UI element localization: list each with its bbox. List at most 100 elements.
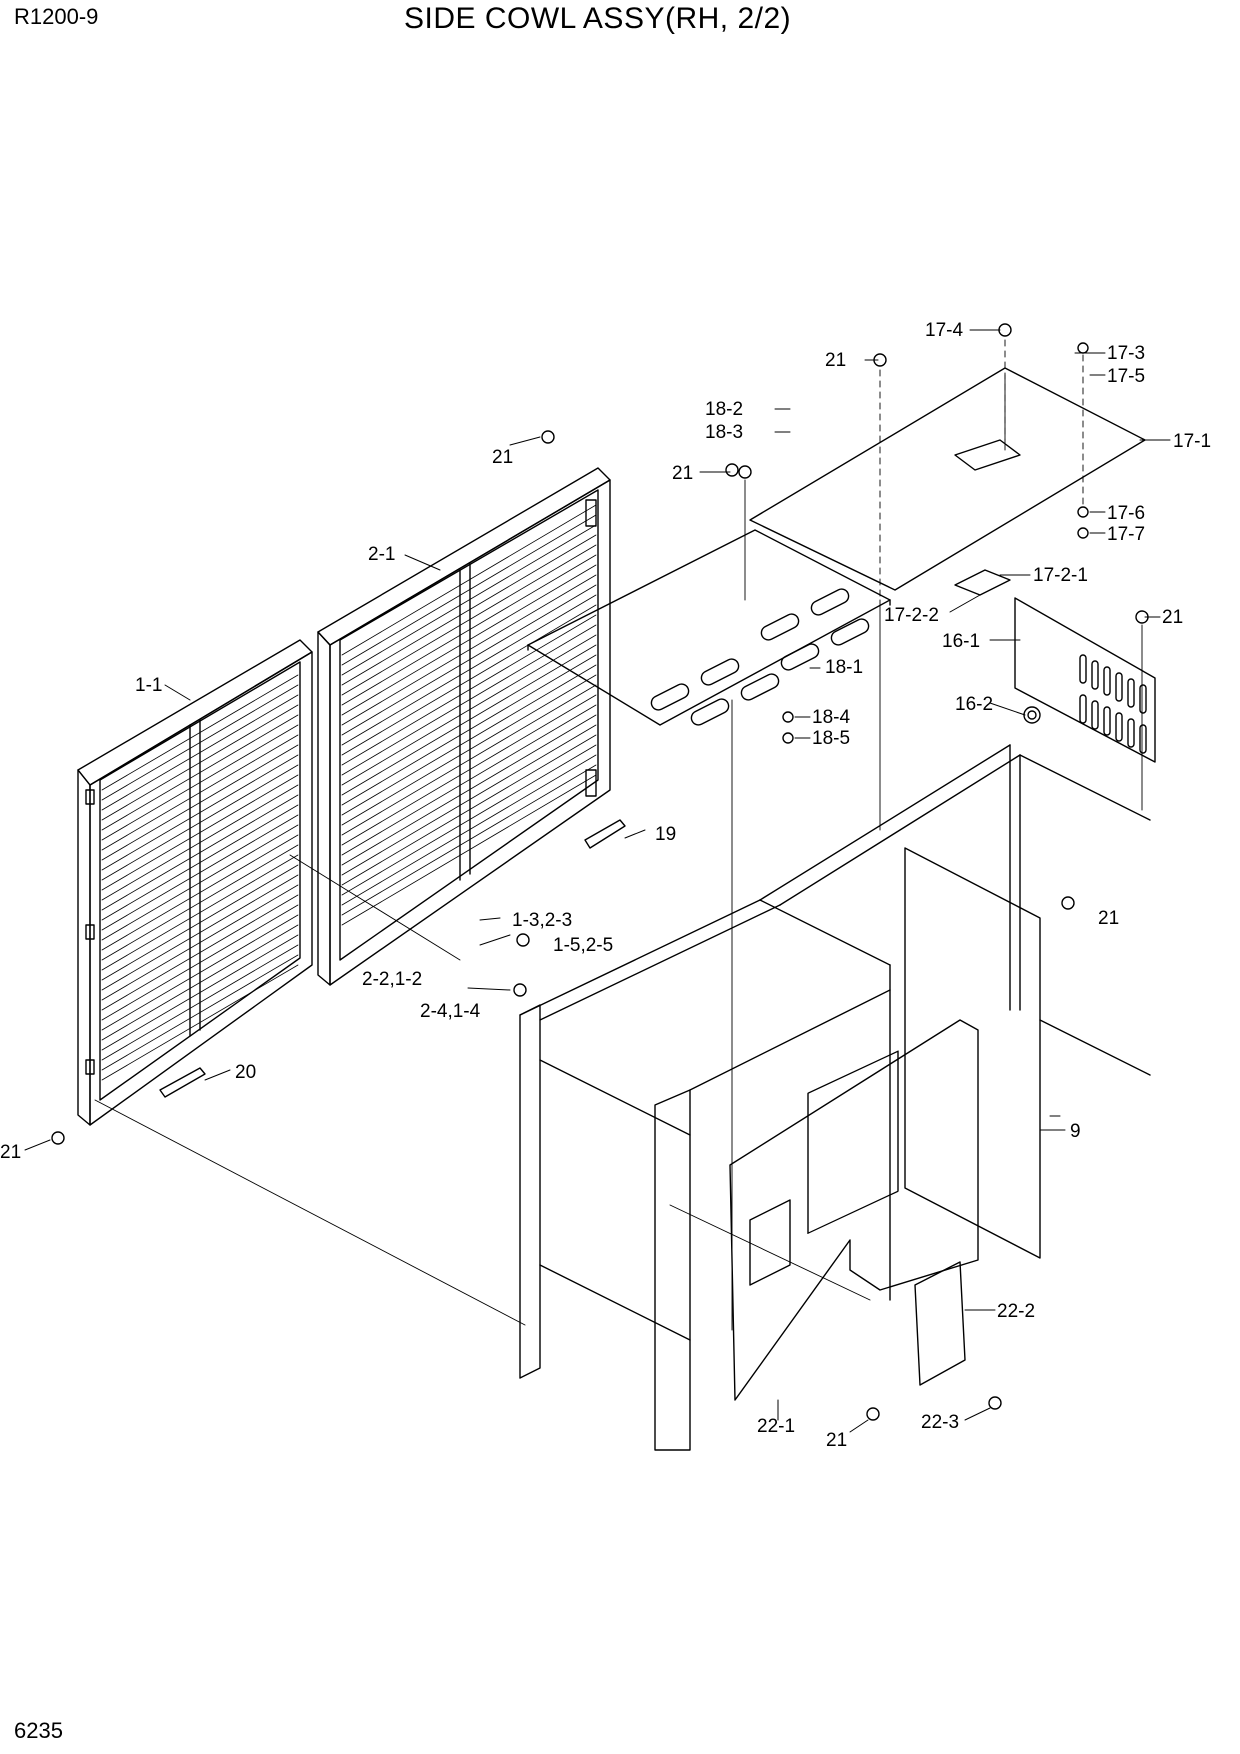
callout-label: 2-4,1-4: [420, 1001, 481, 1022]
louver-line: [101, 834, 299, 951]
louver-line: [341, 604, 597, 756]
cover-plate-17-1: [749, 367, 1146, 596]
louver-line: [101, 684, 299, 801]
louver-line: [101, 914, 299, 1031]
louver-line: [101, 734, 299, 851]
vent-slot: [1127, 718, 1135, 748]
callout-label: 21: [672, 463, 693, 484]
side-panel-9: [904, 847, 1041, 1259]
louver-line: [101, 694, 299, 811]
callout-label: 17-2-2: [884, 605, 939, 626]
louver-line: [341, 504, 597, 656]
louver-line: [101, 934, 299, 1051]
vent-slot: [1091, 700, 1099, 730]
callout-label: 1-3,2-3: [512, 910, 572, 931]
louver-line: [101, 954, 299, 1071]
louver-line: [341, 694, 597, 846]
vent-slot: [1091, 660, 1099, 690]
louver-line: [101, 964, 299, 1081]
louver-line: [101, 794, 299, 911]
cover-plate-18-1: [527, 529, 891, 726]
callout-label: 17-4: [925, 320, 963, 341]
callout-label: 9: [1070, 1121, 1081, 1142]
callout-label: 17-5: [1107, 366, 1145, 387]
callout-label: 21: [492, 447, 513, 468]
door-panel-2-1: [317, 467, 611, 986]
louver-line: [341, 534, 597, 686]
callout-label: 21: [1098, 908, 1119, 929]
vent-slot: [1079, 694, 1087, 724]
louver-line: [341, 644, 597, 796]
louver-line: [341, 654, 597, 806]
callout-label: 18-2: [705, 399, 743, 420]
vent-slot: [1115, 672, 1123, 702]
assembly-lines: [94, 374, 1143, 1331]
louver-line: [101, 844, 299, 961]
callout-label: 18-1: [825, 657, 863, 678]
vent-slot: [1103, 666, 1111, 696]
callout-label: 18-4: [812, 707, 850, 728]
callout-label: 17-7: [1107, 524, 1145, 545]
louver-line: [101, 804, 299, 921]
louver-line: [341, 744, 597, 896]
callout-label: 21: [825, 350, 846, 371]
louver-line: [341, 524, 597, 676]
callout-label: 18-3: [705, 422, 743, 443]
bolt-hardware: [51, 323, 1149, 1421]
louver-line: [101, 784, 299, 901]
louver-line: [101, 884, 299, 1001]
leader-lines: [24, 329, 1171, 1433]
handle-20: [159, 1067, 206, 1098]
callout-label: 21: [0, 1142, 21, 1163]
louver-line: [101, 674, 299, 791]
louver-line: [101, 744, 299, 861]
louver-line: [341, 704, 597, 856]
louver-line: [101, 904, 299, 1021]
louver-line: [341, 684, 597, 836]
page-number: 6235: [14, 1718, 63, 1743]
louver-line: [341, 674, 597, 826]
vent-slot: [1079, 654, 1087, 684]
louver-line: [341, 754, 597, 906]
louver-line: [101, 864, 299, 981]
callout-label: 22-2: [997, 1301, 1035, 1322]
callout-label: 16-1: [942, 631, 980, 652]
callout-label: 17-2-1: [1033, 565, 1088, 586]
callout-label: 17-6: [1107, 503, 1145, 524]
page-title: SIDE COWL ASSY(RH, 2/2): [404, 2, 792, 35]
callout-label: 16-2: [955, 694, 993, 715]
louver-line: [341, 584, 597, 736]
louver-line: [341, 714, 597, 866]
louver-line: [101, 774, 299, 891]
vent-slot: [1127, 678, 1135, 708]
cover-plate-22-2: [914, 1261, 966, 1386]
vent-slot: [1115, 712, 1123, 742]
louver-line: [341, 514, 597, 666]
vent-slot: [1139, 724, 1147, 754]
vent-slot: [1103, 706, 1111, 736]
louver-line: [341, 564, 597, 716]
louver-line: [341, 664, 597, 816]
vent-slot: [1139, 684, 1147, 714]
model-number: R1200-9: [14, 4, 99, 29]
louver-line: [341, 554, 597, 706]
callout-label: 20: [235, 1062, 256, 1083]
louver-line: [101, 754, 299, 871]
louver-line: [101, 894, 299, 1011]
callout-label: 2-1: [368, 544, 395, 565]
side-panel-22-1: [729, 1019, 979, 1401]
callout-label: 2-2,1-2: [362, 969, 422, 990]
callout-label: 22-1: [757, 1416, 795, 1437]
louver-line: [341, 774, 597, 926]
louver-line: [101, 824, 299, 941]
louver-line: [101, 724, 299, 841]
louver-line: [341, 544, 597, 696]
alignment-lines: [879, 339, 1084, 601]
callout-label: 1-5,2-5: [553, 935, 613, 956]
callout-label: 18-5: [812, 728, 850, 749]
louver-line: [101, 944, 299, 1061]
door-panel-1-1: [77, 639, 313, 1126]
louver-line: [101, 814, 299, 931]
side-cover-16-1: [1014, 597, 1156, 763]
